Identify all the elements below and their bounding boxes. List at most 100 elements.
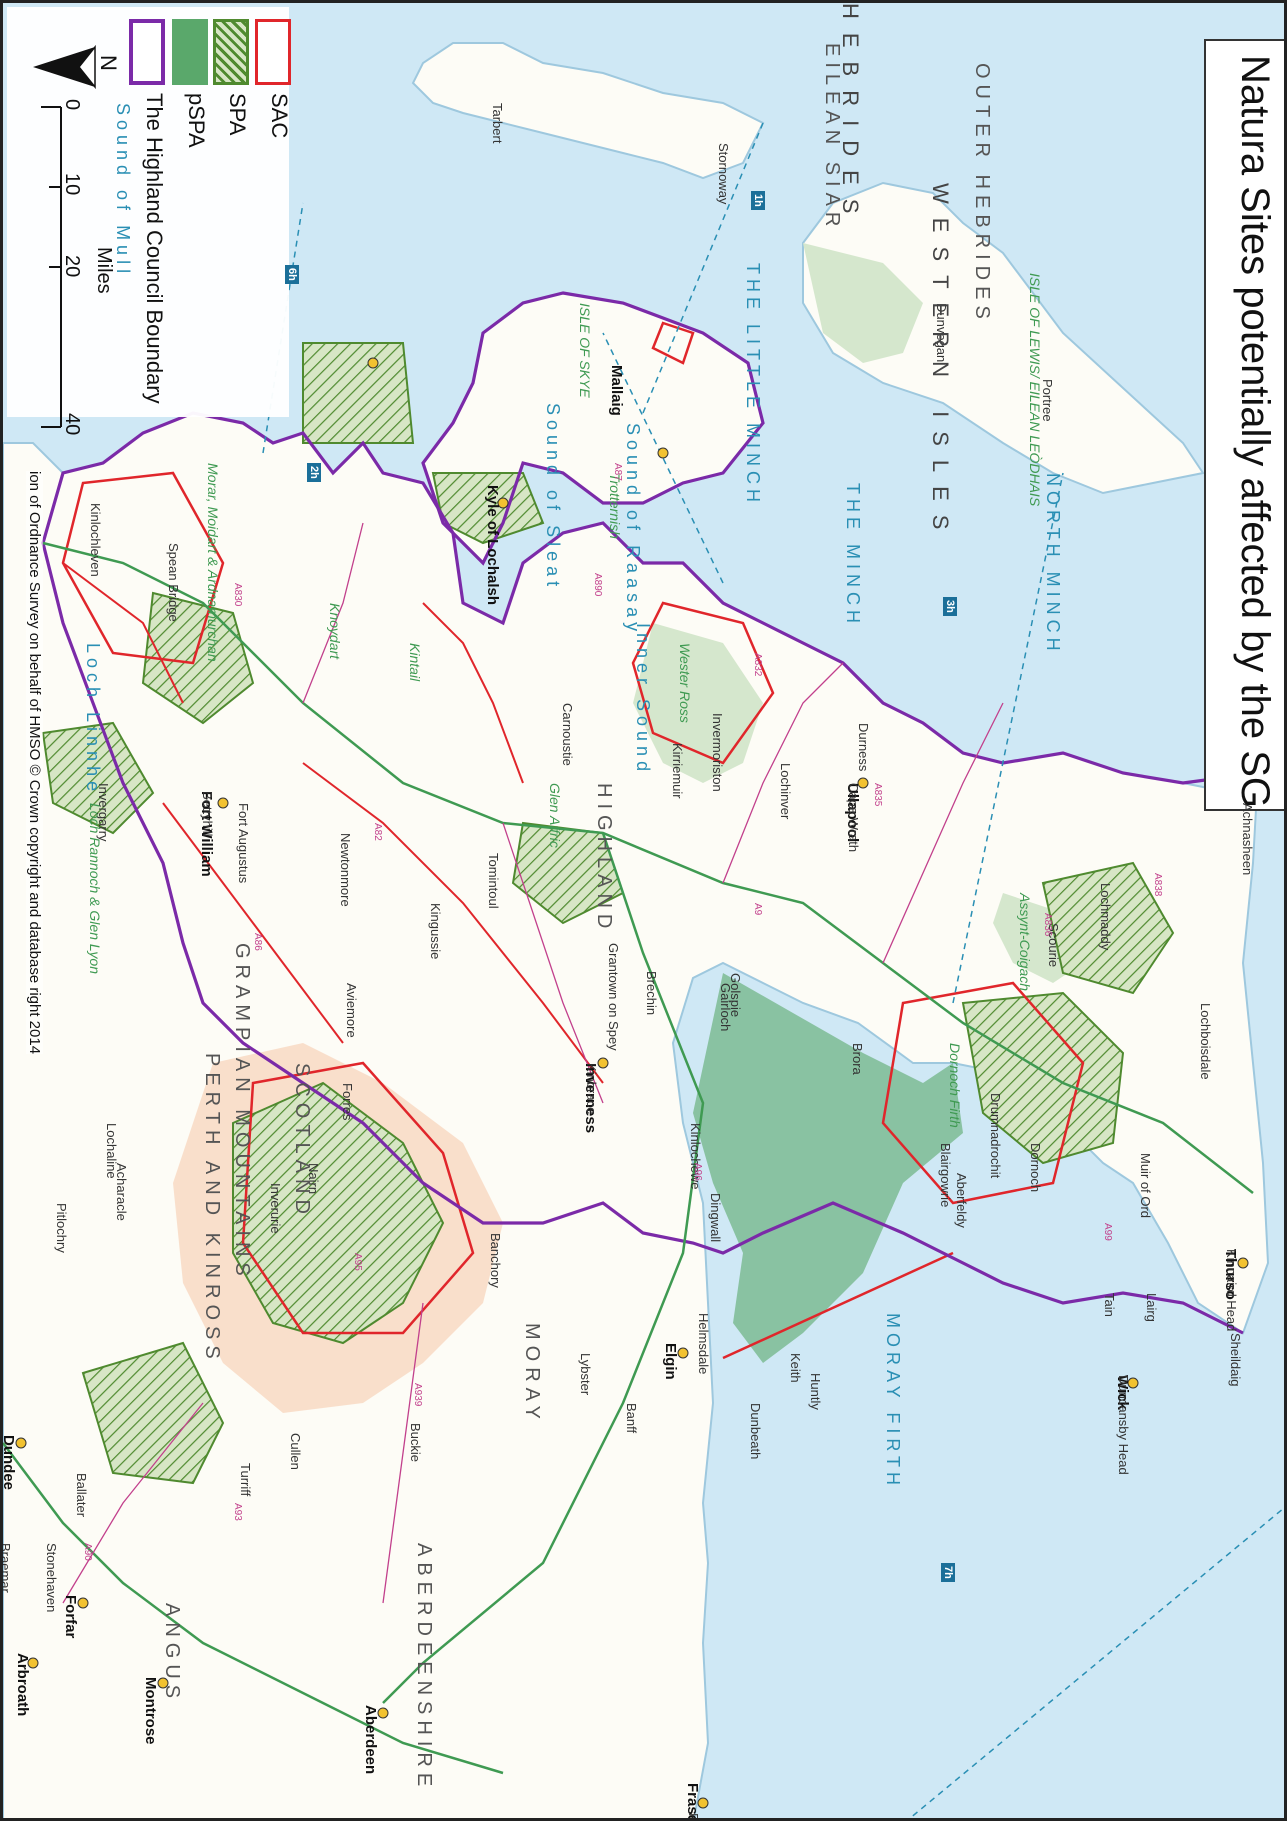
place-label: Duncansby Head [1116, 1375, 1131, 1475]
place-label: Inverurie [268, 1183, 283, 1234]
road-label: A838 [1152, 873, 1163, 897]
road-label: A890 [592, 573, 603, 597]
north-arrow-icon [33, 44, 96, 90]
region-label: OUTER HEBRIDES [971, 63, 993, 325]
title-box: Natura Sites potentially affected by the… [1204, 39, 1284, 811]
place-label: Aberdeen [362, 1705, 379, 1775]
sea-label: THE LITTLE MINCH [743, 263, 763, 508]
road-label: A835 [872, 783, 883, 807]
sea-label: NORTH MINCH [1043, 473, 1063, 656]
sea-label: HEBRIDES [838, 3, 863, 228]
region-label: HIGHLAND [593, 783, 615, 935]
place-label: Turriff [238, 1463, 253, 1497]
place-label: Bettyhill [200, 791, 215, 837]
highland-skye-boundary [421, 291, 765, 566]
place-label: Poolewe [686, 1813, 701, 1818]
ferry-time-badge: 7h [941, 1563, 955, 1582]
place-label: Kinlochleven [88, 503, 103, 577]
legend-label-boundary: The Highland Council Boundary [142, 93, 167, 404]
place-label: Lochboisdale [1198, 1003, 1213, 1080]
scale-tick-40: 40 [61, 413, 83, 436]
protected-area-label: ISLE OF LEWIS/ EILEAN LEÒDHAIS [1027, 273, 1043, 507]
place-label: Dunbeath [748, 1403, 763, 1460]
road-a90 [3, 1442, 504, 1775]
protected-area-label: Knoydart [327, 603, 343, 660]
scale-tick-0: 0 [61, 99, 83, 111]
sea-label: Sound of Raasay [623, 423, 643, 637]
place-label: Lairg [1144, 1293, 1159, 1322]
place-label: Tomintoul [486, 853, 501, 909]
place-label: Brechin [644, 971, 659, 1016]
sea-label: THE MINCH [843, 483, 863, 628]
place-label: Invermoriston [710, 713, 725, 792]
place-label: Dornoch [1028, 1143, 1043, 1193]
place-label: Elgin [662, 1343, 679, 1380]
ferry-time-badge: 6h [285, 265, 299, 284]
protected-area-label: Glen Affric [547, 783, 563, 848]
place-label: Lochaline [104, 1123, 119, 1179]
place-label: Brora [850, 1043, 865, 1075]
place-label: Keith [788, 1353, 803, 1383]
pspa-moray-firth [693, 973, 963, 1363]
road-label: A96 [692, 1163, 703, 1181]
isle-of-lewis [802, 181, 1205, 495]
place-label: Kinnaird Head [1224, 1249, 1239, 1332]
sea-label: WESTERN ISLES [928, 183, 953, 544]
place-label: Dingwall [708, 1193, 723, 1243]
place-label: Montrose [142, 1677, 159, 1745]
region-label: PERTH AND KINROSS [201, 1053, 223, 1365]
place-label: Huntly [808, 1373, 823, 1410]
place-label: Aberfeldy [954, 1173, 969, 1228]
sea-label: Loch Linnhe [83, 643, 103, 797]
legend-swatch-spa [213, 19, 249, 85]
road-label: A939 [412, 1383, 423, 1407]
place-label: Braemar [0, 1543, 13, 1593]
place-label: Lochmaddy [1098, 883, 1113, 951]
place-label: Arbroath [14, 1653, 31, 1717]
sac-moray-line [722, 1251, 954, 1360]
sac-cairngorms [241, 1061, 475, 1335]
place-label: Forfar [62, 1595, 79, 1639]
road-label: A93 [232, 1503, 243, 1521]
place-label: Banchory [488, 1233, 503, 1288]
place-label: Golspie [728, 973, 743, 1018]
uist-islands [411, 42, 765, 180]
region-label: GRAMPIAN MOUNTAINS [231, 943, 253, 1282]
place-label: Grantown on Spey [606, 943, 621, 1051]
place-label: Spean Bridge [166, 543, 181, 622]
place-label: Carnoustie [560, 703, 575, 766]
place-label: Cullen [288, 1433, 303, 1470]
wester-ross-park [633, 623, 763, 783]
place-label: Kirriemuir [670, 743, 685, 799]
region-label: MORAY [521, 1323, 543, 1425]
spa-cairngorms [232, 1081, 445, 1345]
town-dots [15, 357, 1249, 1809]
place-label: Stonehaven [44, 1543, 59, 1613]
road-minor [62, 522, 1004, 1604]
map-title: Natura Sites potentially affected by the… [1233, 55, 1277, 809]
road-label: A87 [612, 463, 623, 481]
place-label: Ballater [74, 1473, 89, 1518]
place-label: Lybster [578, 1353, 593, 1396]
copyright-credit: ion of Ordnance Survey on behalf of HMSO… [26, 471, 43, 1055]
legend-swatch-boundary [129, 19, 165, 85]
legend-label-sac: SAC [267, 93, 292, 139]
ferry-time-badge: 3h [943, 597, 957, 616]
place-label: Stornoway [716, 143, 731, 205]
spa-rum [302, 342, 415, 444]
protected-area-label: ISLE OF SKYE [577, 303, 593, 398]
place-label: Newtonmore [338, 833, 353, 907]
protected-area-label: Loch Rannoch & Glen Lyon [87, 803, 103, 974]
place-label: Buckie [408, 1423, 423, 1463]
scale-bar [41, 106, 62, 428]
place-label: Muir of Ord [1138, 1153, 1153, 1219]
scale-tick-10: 10 [61, 173, 83, 196]
region-label: ABERDEENSHIRE [413, 1543, 435, 1793]
place-label: Lochinver [778, 763, 793, 820]
place-label: Achnasheen [1240, 803, 1255, 876]
highland-council-boundary [41, 411, 1259, 1335]
map-canvas[interactable] [3, 3, 1287, 1821]
ferry-time-badge: 2h [307, 463, 321, 482]
region-label: SCOTLAND [291, 1063, 313, 1220]
